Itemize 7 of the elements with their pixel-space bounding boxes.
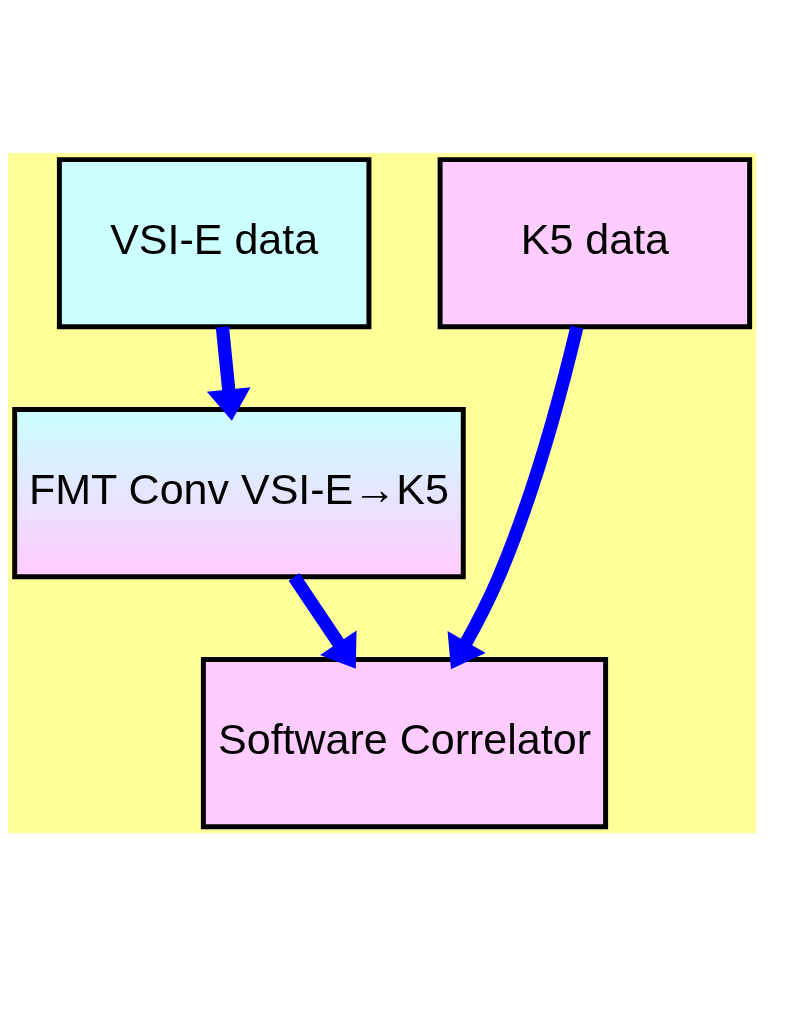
node-box: Software Correlator bbox=[200, 657, 609, 830]
arrow bbox=[288, 573, 357, 669]
node-box: K5 data bbox=[437, 157, 753, 330]
arrow bbox=[206, 326, 251, 421]
arrow bbox=[447, 325, 584, 670]
node-box: FMT Conv VSI-E→K5 bbox=[12, 407, 466, 580]
node-box: VSI-E data bbox=[56, 157, 372, 330]
